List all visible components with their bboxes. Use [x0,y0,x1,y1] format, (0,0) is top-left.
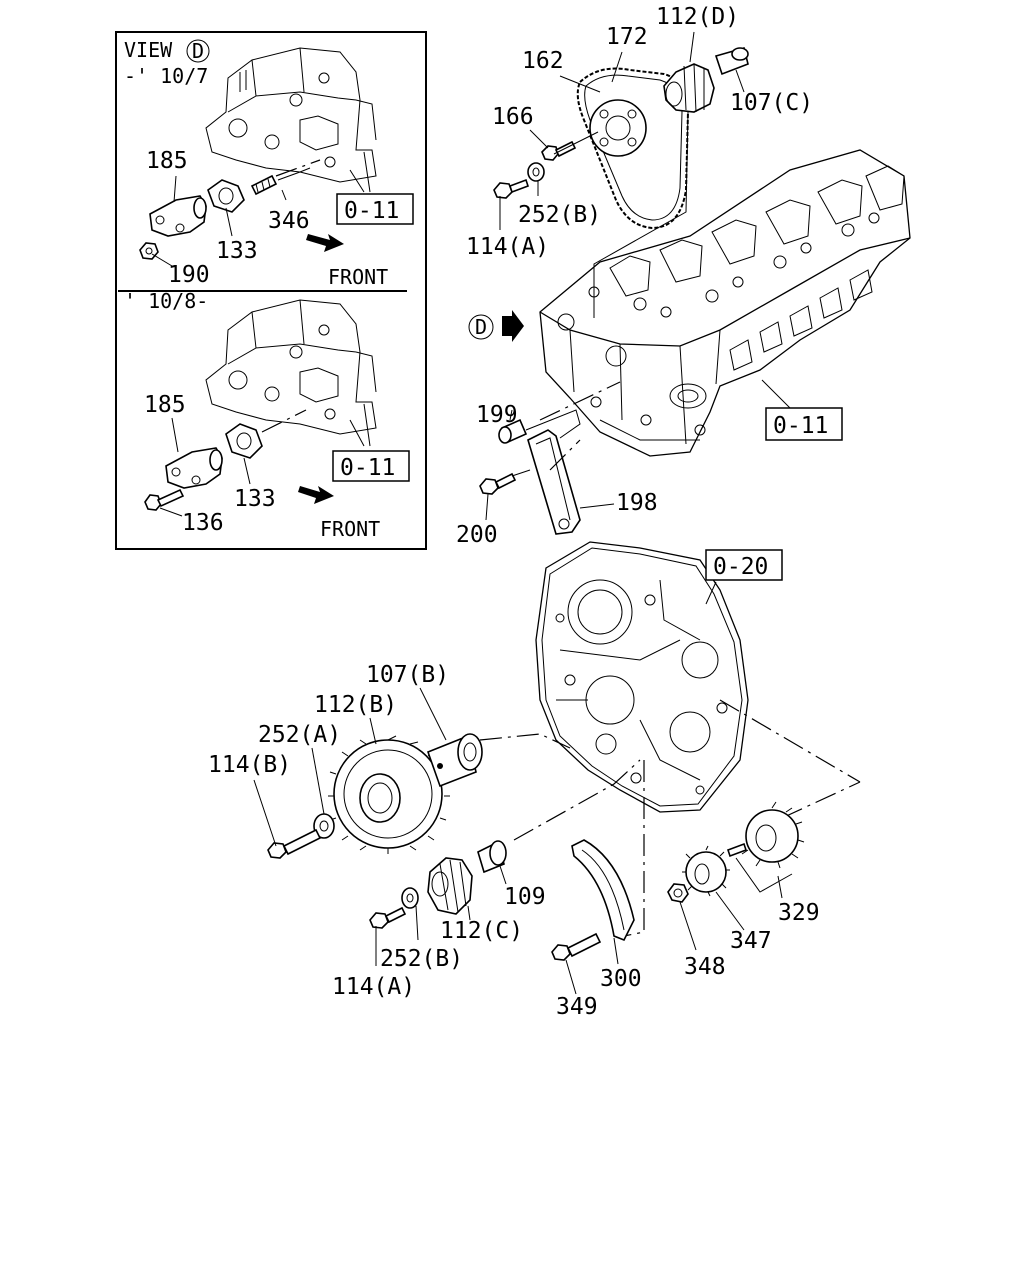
callout-112b: 112(B) [314,692,397,718]
pin-107c [714,47,749,76]
inset-view-marker-circle [186,39,210,63]
chain-guide-300 [571,839,635,942]
callout-252b-top: 252(B) [518,202,601,228]
front-arrow-top [306,234,344,252]
washer-252a [313,813,335,839]
callout-114b: 114(B) [208,752,291,778]
callout-185-top: 185 [146,148,188,174]
callout-107b: 107(B) [366,662,449,688]
key-329 [726,842,748,858]
gear-112d [663,63,715,113]
callout-329: 329 [778,900,820,926]
main-view-marker-circle [468,314,494,340]
callout-198: 198 [616,490,658,516]
callout-252a: 252(A) [258,722,341,748]
callout-109: 109 [504,884,546,910]
callout-112c: 112(C) [440,918,523,944]
callout-114a-top: 114(A) [466,234,549,260]
ref-box-head [765,407,843,441]
callout-200: 200 [456,522,498,548]
inset-view-marker: D [192,39,204,63]
timing-chain-172 [576,67,690,230]
inset-front-label-bottom: FRONT [320,517,380,541]
callout-252b-bottom: 252(B) [380,946,463,972]
callout-349: 349 [556,994,598,1020]
washer-252b-top [527,162,545,182]
callout-136: 136 [182,510,224,536]
gear-112c [427,857,473,915]
callout-347: 347 [730,928,772,954]
callout-185-bottom: 185 [144,392,186,418]
bushing-109 [477,840,507,874]
ref-0-11-inset-top: 0-11 [344,198,399,224]
bolt-114a-top [493,178,530,199]
bolt-136 [144,488,185,511]
gasket-133-top [207,179,245,213]
callout-172: 172 [606,24,648,50]
inset-bottom-date: ' 10/8- [124,289,208,313]
bolt-166 [541,140,577,161]
callout-199: 199 [476,402,518,428]
callout-190: 190 [168,262,210,288]
ref-0-11-head: 0-11 [773,413,828,439]
tensioner-lever-198 [527,429,581,535]
cylinder-head [539,149,911,457]
callout-112d: 112(D) [656,4,739,30]
front-arrow-bottom [298,486,334,504]
nut-348 [667,883,689,903]
inset-engine-block-top [205,47,377,183]
main-view-marker: D [475,315,487,339]
pin-107b [426,733,483,788]
callout-107c: 107(C) [730,90,813,116]
timing-case-front-cover [535,541,749,813]
callout-133-top: 133 [216,238,258,264]
sensor-185-top [149,195,207,237]
callout-162: 162 [522,48,564,74]
nut-190 [139,242,159,260]
callout-166: 166 [492,104,534,130]
bolt-349 [551,932,602,961]
callout-348: 348 [684,954,726,980]
washer-252b-bottom [401,887,419,909]
ref-box-cover [705,549,783,581]
view-d-arrow [502,310,524,342]
gear-347 [682,845,730,897]
inset-front-label-top: FRONT [328,265,388,289]
inset-view-title: VIEW [124,38,173,62]
gasket-133-bottom [225,423,263,459]
ref-box-inset-bottom [332,450,410,482]
stud-346 [250,174,278,196]
ref-0-20: 0-20 [713,554,768,580]
inset-engine-block-bottom [205,299,377,435]
callout-346: 346 [268,208,310,234]
callout-114a-bottom: 114(A) [332,974,415,1000]
sensor-185-bottom [165,447,223,489]
inset-view-d: VIEW D -' 10/7 ' 10/8- [115,31,427,550]
bolt-200 [479,472,517,495]
ref-0-11-inset-bottom: 0-11 [340,455,395,481]
inset-top-date: -' 10/7 [124,64,208,88]
tensioner-plunger-199 [498,418,528,444]
sprocket-162 [589,99,647,157]
bolt-114b [267,828,322,859]
ref-box-inset-top [336,193,414,225]
callout-300: 300 [600,966,642,992]
bolt-114a-bottom [369,906,407,929]
inset-frame [115,31,427,550]
gear-329 [741,801,805,869]
callout-133-bottom: 133 [234,486,276,512]
